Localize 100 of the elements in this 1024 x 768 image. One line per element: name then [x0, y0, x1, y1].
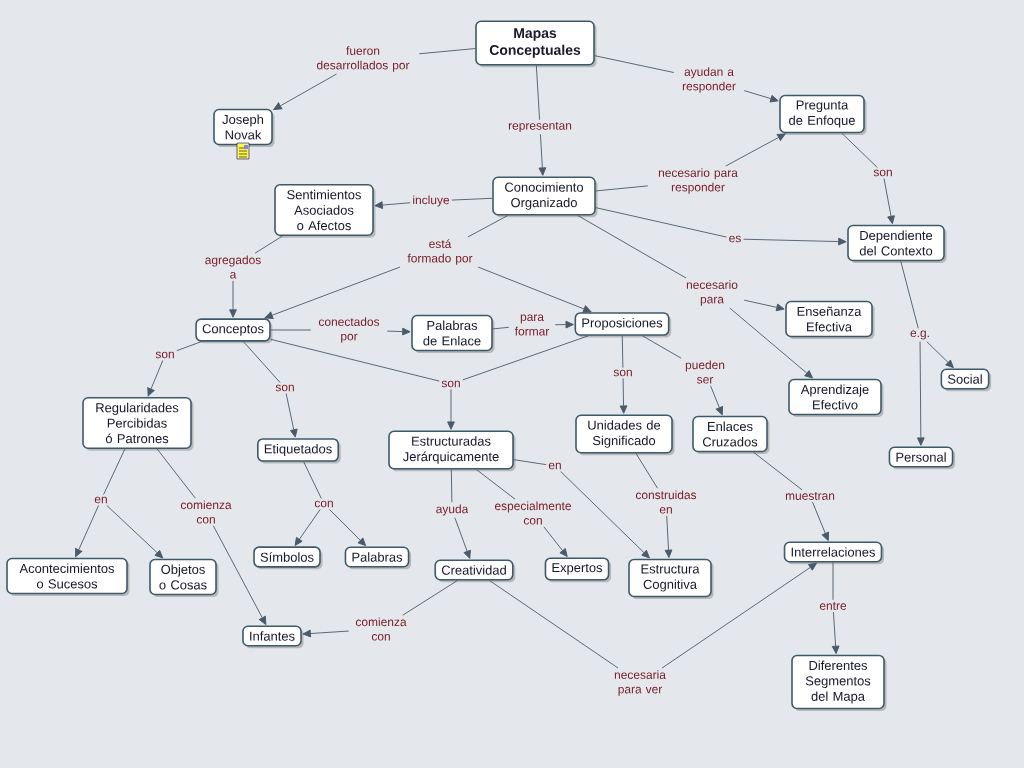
- arrow: [294, 509, 321, 546]
- linking-phrase: son: [439, 378, 463, 390]
- connector-line: [243, 341, 281, 383]
- linking-phrase: comienza con: [349, 615, 413, 643]
- connector-line: [753, 451, 803, 491]
- concept-box: Conocimiento Organizado: [492, 176, 598, 218]
- concept-box: Creatividad: [434, 559, 516, 583]
- linking-phrase: especialmente con: [486, 499, 580, 527]
- connector-line: [489, 580, 619, 669]
- concept-box: Diferentes Segmentos del Mapa: [791, 654, 887, 711]
- connector-line: [642, 335, 682, 359]
- linking-phrase: en: [92, 494, 110, 506]
- concept-box: Social: [940, 368, 992, 392]
- concept-box: Enlaces Cruzados: [692, 415, 770, 454]
- arrow: [454, 517, 471, 559]
- arrow: [729, 307, 814, 379]
- connector-line: [595, 207, 727, 238]
- arrow: [883, 178, 895, 225]
- connector-line: [535, 65, 541, 121]
- linking-phrase: necesaria para ver: [607, 668, 673, 698]
- arrow: [543, 526, 568, 557]
- arrow: [812, 501, 830, 541]
- linking-phrase: son: [273, 382, 297, 394]
- connector-line: [832, 562, 834, 601]
- concept-box: Pregunta de Enfoque: [779, 94, 867, 135]
- arrow: [743, 237, 847, 246]
- linking-phrase: ayudan a responder: [674, 65, 744, 95]
- connector-line: [176, 341, 202, 352]
- arrow: [661, 562, 817, 669]
- linking-phrase: son: [153, 349, 177, 361]
- arrow: [329, 509, 367, 547]
- connector-line: [635, 453, 658, 489]
- arrow: [147, 360, 164, 397]
- linking-phrase: en: [546, 460, 564, 472]
- concept-box: Conceptos: [195, 318, 273, 344]
- connector-line: [254, 235, 283, 254]
- connector-line: [418, 48, 476, 55]
- arrow: [710, 385, 724, 416]
- concept-box: Dependiente del Contexto: [847, 224, 947, 263]
- connector-line: [900, 260, 919, 329]
- connector-line: [462, 335, 589, 381]
- arrow: [386, 327, 411, 336]
- concept-box: Palabras de Enlace: [411, 314, 495, 353]
- connector-line: [451, 197, 493, 201]
- connector-line: [270, 329, 312, 331]
- linking-phrase: necesario para responder: [648, 166, 748, 196]
- concept-box: Acontecimientos o Sucesos: [6, 557, 130, 596]
- linking-phrase: incluye: [410, 193, 452, 209]
- concept-box: Palabras: [344, 546, 412, 570]
- linking-phrase: con: [312, 498, 336, 510]
- connector-line: [303, 461, 322, 499]
- linking-phrase: pueden ser: [680, 358, 730, 386]
- arrow: [743, 299, 785, 312]
- concept-box: Infantes: [242, 625, 304, 649]
- arrow: [538, 133, 547, 176]
- concept-box: Objetos o Cosas: [149, 558, 219, 597]
- concept-box: Unidades de Significado: [575, 414, 675, 456]
- arrow: [725, 133, 786, 167]
- connector-line: [402, 580, 458, 616]
- linking-phrase: es: [726, 233, 744, 245]
- connector-line: [156, 448, 196, 499]
- arrow: [619, 378, 628, 414]
- connector-line: [513, 459, 547, 466]
- arrow: [560, 471, 650, 559]
- connector-line: [841, 132, 878, 168]
- arrow: [273, 73, 337, 110]
- linking-phrase: conectados por: [311, 315, 387, 345]
- linking-phrase: muestran: [783, 490, 837, 502]
- connector-line: [476, 469, 516, 500]
- arrow: [554, 320, 574, 329]
- arrow: [264, 266, 401, 319]
- arrow: [664, 515, 673, 559]
- arrow: [831, 611, 840, 655]
- connector-line: [467, 215, 509, 238]
- linking-phrase: ayuda: [433, 502, 471, 518]
- arrow: [229, 280, 237, 318]
- concept-box: Enseñanza Efectiva: [785, 300, 875, 339]
- concept-box: Joseph Novak: [213, 108, 275, 147]
- linking-phrase: para formar: [509, 312, 555, 338]
- linking-phrase: está formado por: [396, 237, 484, 267]
- arrow: [302, 629, 350, 638]
- concept-box: Expertos: [544, 557, 612, 583]
- connector-line: [621, 335, 624, 368]
- concept-box: Sentimientos Asociados o Afectos: [274, 184, 376, 238]
- arrow: [916, 341, 925, 446]
- linking-phrase: entre: [817, 600, 849, 612]
- arrow: [926, 341, 954, 369]
- arrow: [477, 266, 592, 313]
- connector-line: [103, 448, 126, 495]
- arrow: [447, 389, 455, 430]
- linking-phrase: fueron desarrollados por: [307, 44, 419, 74]
- concept-box: Estructuradas Jerárquicamente: [388, 430, 516, 472]
- linking-phrase: construidas en: [627, 488, 705, 516]
- concept-box: Etiquetados: [257, 438, 341, 464]
- linking-phrase: son: [611, 367, 635, 379]
- concept-box: Personal: [888, 446, 956, 470]
- arrow: [285, 393, 298, 438]
- arrow: [743, 90, 779, 103]
- connector-line: [594, 55, 675, 73]
- linking-phrase: comienza con: [174, 498, 238, 526]
